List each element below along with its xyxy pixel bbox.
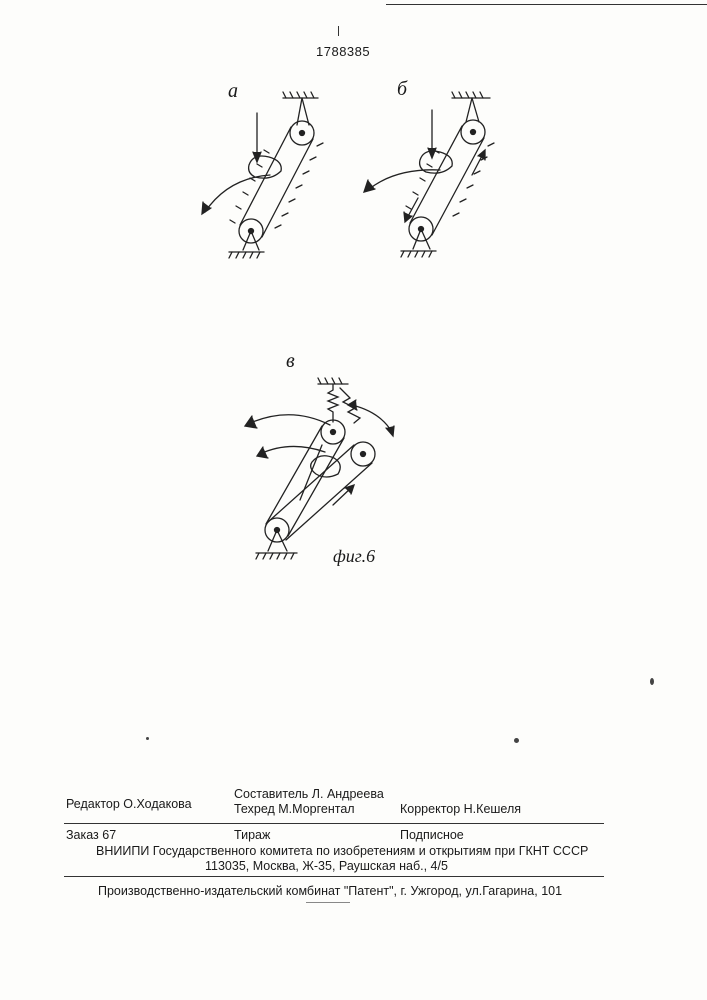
drawing-v <box>245 378 394 559</box>
imprint-rule-2 <box>64 876 604 877</box>
imprint-rule-1 <box>64 823 604 824</box>
subscription-line: Подписное <box>400 828 464 842</box>
editor-line: Редактор О.Ходакова <box>66 797 192 811</box>
compiler-line: Составитель Л. Андреева <box>234 787 384 801</box>
techred-line: Техред М.Моргентал <box>234 802 355 816</box>
speck <box>650 678 654 685</box>
speck <box>146 737 149 740</box>
corrector-line: Корректор Н.Кешеля <box>400 802 521 816</box>
upper-pulley-v <box>321 420 345 444</box>
top-pulley-b <box>461 120 485 144</box>
circulation-line: Тираж <box>234 828 270 842</box>
speck <box>514 738 519 743</box>
org-line-1: ВНИИПИ Государственного комитета по изоб… <box>96 844 588 858</box>
org-line-2: 113035, Москва, Ж-35, Раушская наб., 4/5 <box>205 859 448 873</box>
top-pulley-a <box>290 121 314 145</box>
swing-pulley-v <box>351 442 375 466</box>
drawing-a <box>202 92 323 258</box>
imprint-rule-3 <box>306 902 350 903</box>
publisher-line: Производственно-издательский комбинат "П… <box>98 884 562 898</box>
drawing-b <box>364 92 494 257</box>
order-line: Заказ 67 <box>66 828 116 842</box>
